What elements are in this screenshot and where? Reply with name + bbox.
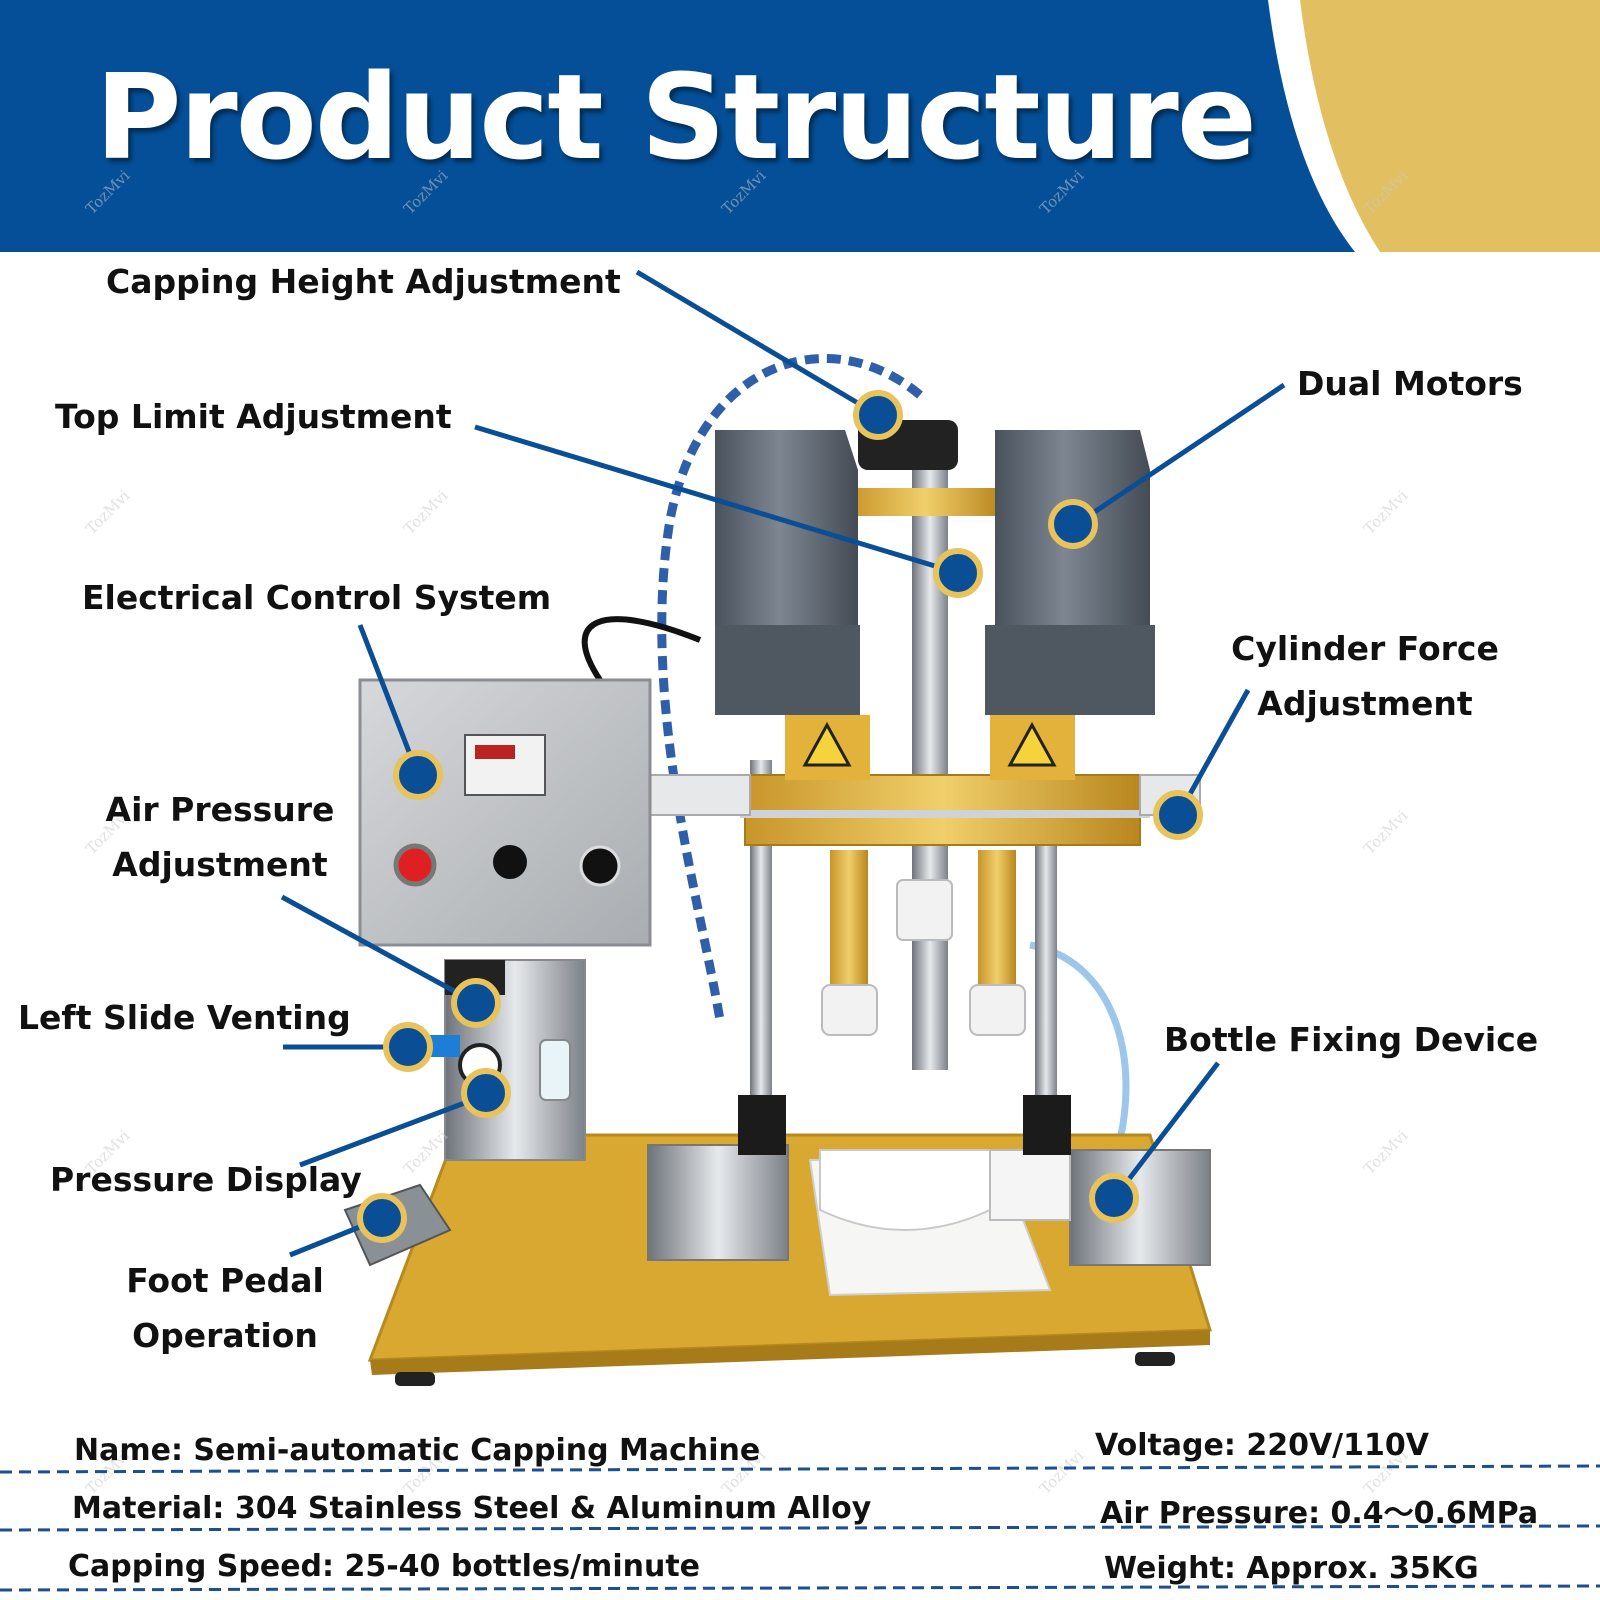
header-gold-swoosh xyxy=(1300,0,1600,252)
filter-bowl xyxy=(539,1039,571,1101)
marker-dual-motors xyxy=(1048,499,1098,549)
center-press-head xyxy=(896,879,953,941)
leader-air-pressure xyxy=(280,894,478,1006)
leader-electrical-control xyxy=(357,624,421,776)
capping-head-left xyxy=(821,984,878,1036)
callout-label-capping-height: Capping Height Adjustment xyxy=(106,262,621,301)
stop-button xyxy=(393,843,437,887)
spec-voltage: Voltage: 220V/110V xyxy=(1095,1428,1429,1463)
base-plate-edge xyxy=(370,1330,1210,1375)
base-foot-left xyxy=(395,1372,435,1386)
marker-cylinder-force xyxy=(1153,790,1203,840)
motor-right-gearbox xyxy=(985,625,1155,715)
bottle-holder xyxy=(819,1149,991,1231)
callout-label-electrical-control: Electrical Control System xyxy=(82,578,552,617)
base-foot-right xyxy=(1135,1352,1175,1366)
callout-label-bottle-fixing: Bottle Fixing Device xyxy=(1164,1020,1539,1059)
marker-electrical-control xyxy=(393,750,443,800)
callout-label-pressure-display: Pressure Display xyxy=(50,1160,362,1199)
spec-divider-3 xyxy=(0,1584,1600,1592)
marker-capping-height xyxy=(853,390,903,440)
leader-cylinder-force xyxy=(1177,688,1251,814)
column-right xyxy=(1035,760,1057,1150)
marker-foot-pedal xyxy=(357,1193,407,1243)
power-cable xyxy=(581,616,702,682)
speed-knob xyxy=(579,845,621,887)
spec-air-pressure: Air Pressure: 0.4～0.6MPa xyxy=(1100,1496,1539,1531)
callout-label-left-slide: Left Slide Venting xyxy=(18,998,351,1037)
leader-capping-height xyxy=(635,269,880,418)
top-frame xyxy=(850,488,1000,516)
warning-triangle-right xyxy=(1007,721,1057,767)
leader-top-limit xyxy=(474,424,959,576)
control-display-digits xyxy=(475,745,515,759)
page-title: Product Structure xyxy=(95,48,1257,186)
spec-name: Name: Semi-automatic Capping Machine xyxy=(74,1433,761,1468)
spec-material: Material: 304 Stainless Steel & Aluminum… xyxy=(72,1491,872,1526)
callout-label-dual-motors: Dual Motors xyxy=(1297,364,1523,403)
header-banner: Product Structure xyxy=(0,0,1600,252)
motor-left xyxy=(715,430,858,630)
air-hose-right xyxy=(1029,941,1130,1141)
callout-label-cylinder-force: Cylinder Force Adjustment xyxy=(1231,629,1499,723)
aluminum-rail xyxy=(639,774,751,816)
capping-spindle-left xyxy=(830,850,868,990)
leader-dual-motors xyxy=(1073,382,1286,528)
capping-head-right xyxy=(969,984,1026,1036)
marker-bottle-fixing xyxy=(1089,1173,1139,1223)
spec-speed: Capping Speed: 25-40 bottles/minute xyxy=(68,1549,701,1584)
column-base-left xyxy=(738,1095,786,1155)
marker-top-limit xyxy=(933,548,983,598)
callout-label-air-pressure: Air Pressure Adjustment xyxy=(105,790,335,884)
control-box xyxy=(358,678,652,947)
header-background xyxy=(0,0,1600,252)
spec-divider-2 xyxy=(0,1524,1600,1532)
mode-knob xyxy=(493,845,527,879)
guide-rod xyxy=(740,810,1150,818)
leader-bottle-fixing xyxy=(1114,1061,1220,1198)
callout-label-top-limit: Top Limit Adjustment xyxy=(55,397,452,436)
fixing-block-left xyxy=(647,1144,789,1261)
motor-left-gearbox xyxy=(715,625,860,715)
column-left xyxy=(750,760,772,1150)
column-base-right xyxy=(1023,1095,1071,1155)
marker-air-pressure xyxy=(451,978,501,1028)
warning-triangle-left xyxy=(802,721,852,767)
callout-label-foot-pedal: Foot Pedal Operation xyxy=(126,1261,324,1355)
leader-pressure-display xyxy=(299,1093,484,1168)
capping-spindle-right xyxy=(978,850,1016,990)
spec-weight: Weight: Approx. 35KG xyxy=(1104,1551,1479,1586)
marker-pressure-display xyxy=(461,1068,511,1118)
marker-left-slide xyxy=(383,1022,433,1072)
spec-divider-1 xyxy=(0,1464,1600,1474)
fixing-pad-right xyxy=(989,1149,1071,1221)
